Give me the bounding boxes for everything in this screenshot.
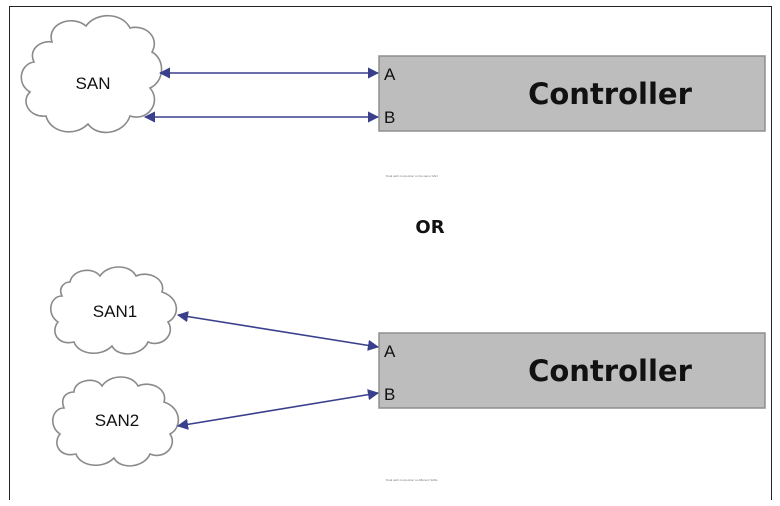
san1-cloud: SAN1 — [50, 266, 178, 355]
caption-bottom: Dual path connection to different SANs — [386, 478, 438, 482]
san-label: SAN — [76, 74, 111, 93]
controller-label-bottom: Controller — [528, 354, 692, 388]
san2-cloud: SAN2 — [52, 376, 180, 467]
controller-box-top — [378, 55, 766, 132]
san1-label: SAN1 — [93, 302, 137, 321]
link-arrow-san1 — [176, 311, 380, 351]
caption-top: Dual path connection to the same SAN — [386, 174, 438, 178]
port-a-top: A — [384, 65, 396, 84]
diagram-frame — [9, 6, 772, 500]
port-a-bottom: A — [384, 342, 396, 361]
port-b-bottom: B — [384, 385, 395, 404]
controller-label-top: Controller — [528, 77, 692, 111]
controller-box-bottom — [378, 332, 766, 409]
san-cloud: SAN — [20, 14, 163, 134]
link-arrow-san2 — [176, 389, 380, 430]
san2-label: SAN2 — [95, 411, 139, 430]
or-separator: OR — [415, 217, 444, 238]
port-b-top: B — [384, 108, 395, 127]
